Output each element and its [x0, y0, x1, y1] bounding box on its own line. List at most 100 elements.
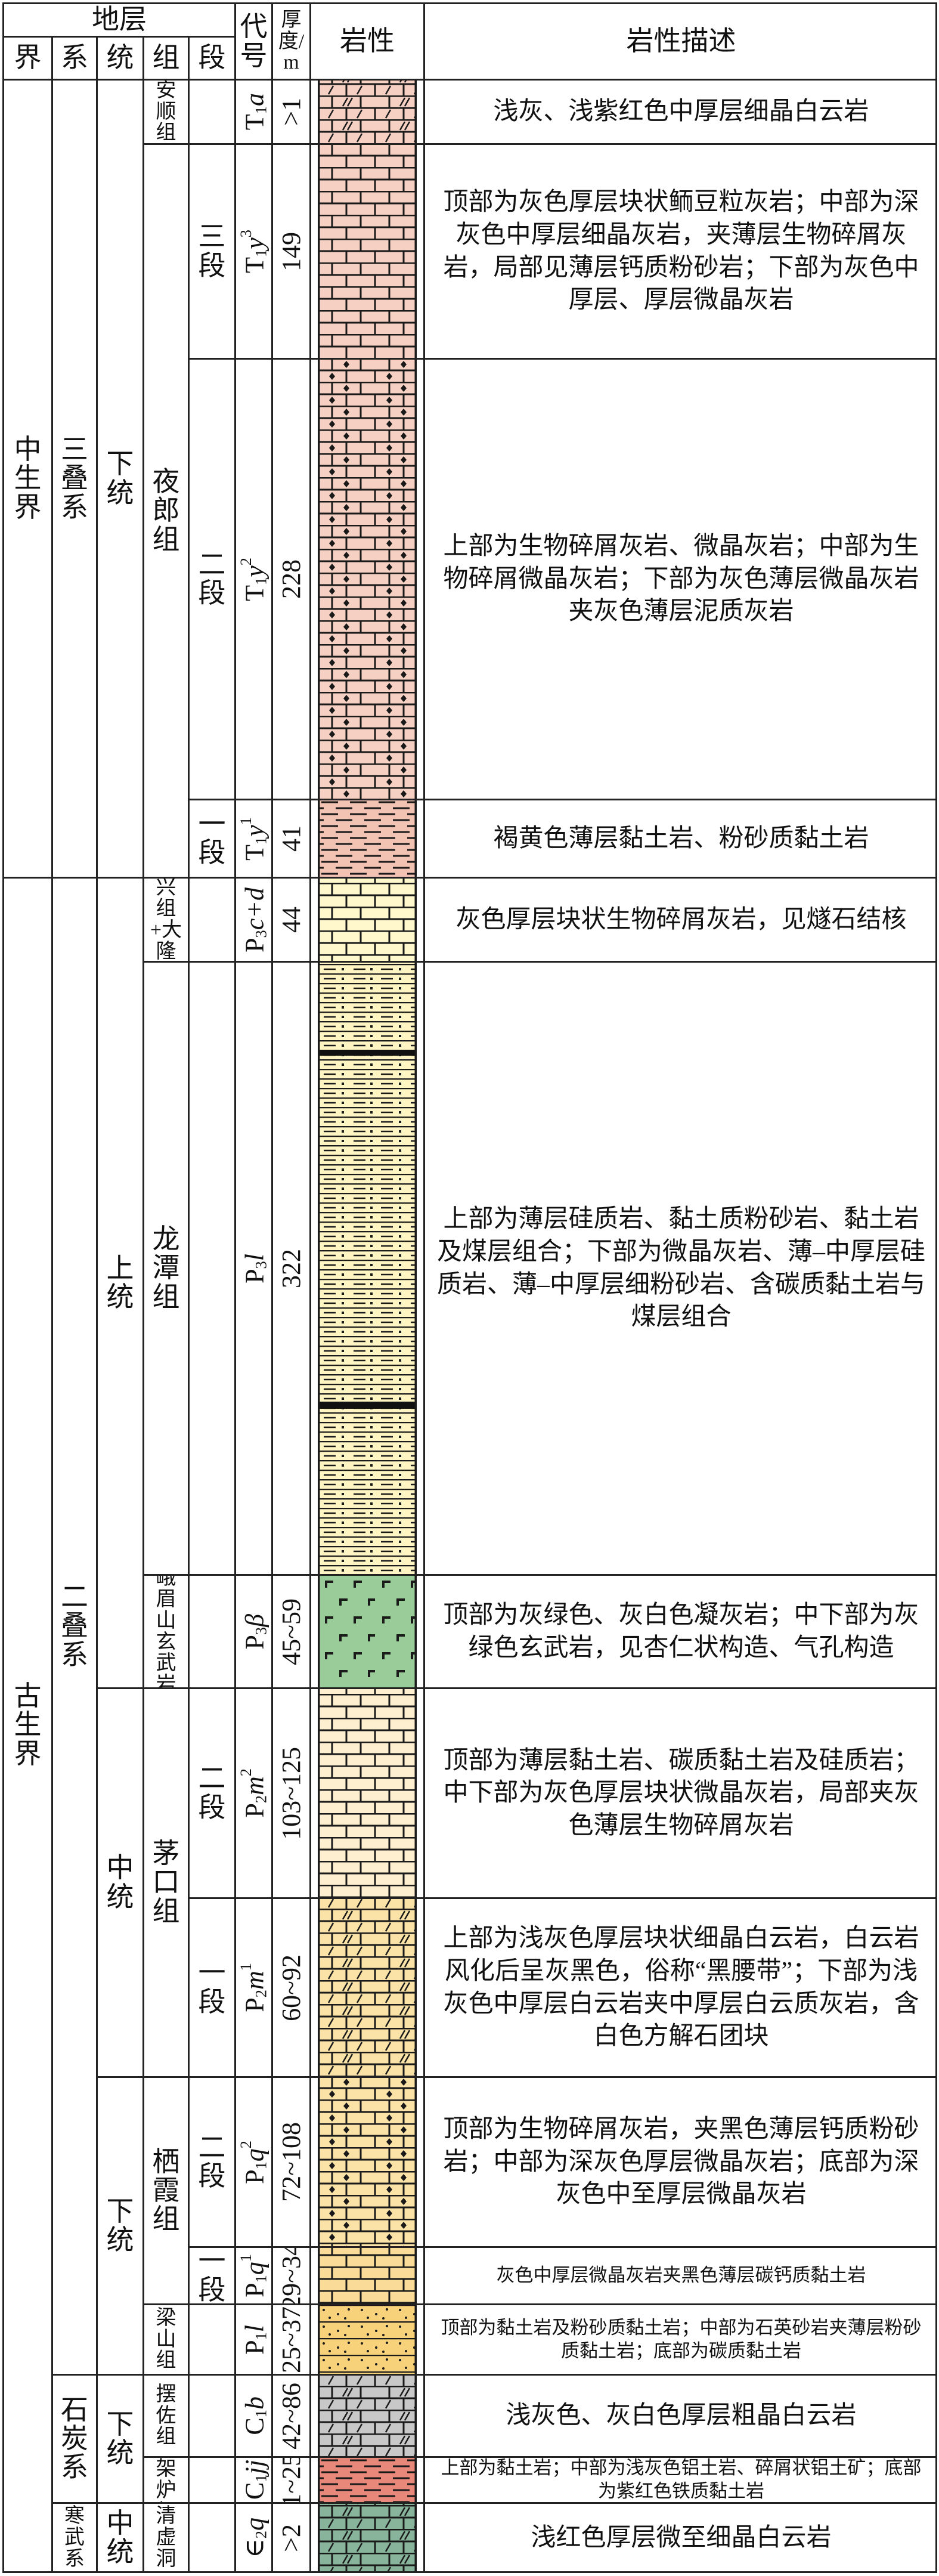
code-letter: P	[240, 2339, 269, 2355]
code-superscript: 1	[237, 2254, 255, 2262]
description-cell: 浅灰、浅紫红色中厚层细晶白云岩	[423, 79, 937, 143]
lithology-cell	[309, 1687, 423, 1897]
formation-name: 茅口组	[152, 1838, 180, 1926]
coal-seam-icon	[320, 1050, 415, 1056]
lithology-cell	[309, 877, 423, 961]
code-subscript: 1	[252, 2275, 270, 2283]
system-cell: 二叠系	[51, 877, 96, 2374]
lithology-cell	[309, 799, 423, 877]
code-superscript: 2	[237, 1768, 255, 1777]
code-name: q	[240, 2148, 269, 2161]
lithology-cell	[309, 2502, 423, 2572]
formation-cell: 茅口组	[142, 1687, 188, 2076]
lithology-cell	[309, 2374, 423, 2456]
stratum-code: P2m2	[237, 1768, 270, 1818]
series-name: 下统	[106, 449, 134, 508]
thickness-value: 25~37	[277, 2306, 306, 2373]
code-name: jj	[240, 2460, 269, 2475]
header-code-label: 代号	[240, 11, 268, 71]
thickness-cell: 72~108	[271, 2076, 309, 2246]
description-text: 顶部为薄层黏土岩、碳质黏土岩及硅质岩；中下部为灰色厚层块状微晶灰岩，局部夹灰色薄…	[443, 1746, 919, 1839]
code-letter: P	[240, 1268, 269, 1284]
description-cell: 上部为黏土岩；中部为浅灰色铝土岩、碎屑状铝土矿；底部为紫红色铁质黏土岩	[423, 2456, 937, 2502]
description-text: 上部为薄层硅质岩、黏土质粉砂岩、黏土岩及煤层组合；下部为微晶灰岩、薄–中厚层硅质…	[436, 1205, 925, 1331]
header-system-label: 系	[61, 42, 88, 73]
code-cell: P2m1	[234, 1897, 271, 2076]
code-name: q	[240, 2262, 269, 2275]
header-lithology-label: 岩性	[340, 26, 395, 57]
description-cell: 浅红色厚层微至细晶白云岩	[423, 2502, 937, 2572]
header-series-label: 统	[106, 42, 134, 73]
member-cell	[188, 2303, 234, 2374]
code-name: q	[240, 2518, 269, 2531]
limestone-pattern-icon	[320, 2247, 415, 2303]
thickness-value: 42~86	[277, 2382, 306, 2450]
formation-name: 九架炉组	[156, 2458, 176, 2502]
description-text: 顶部为灰绿色、灰白色凝灰岩；中下部为灰绿色玄武岩，见杏仁状构造、气孔构造	[443, 1601, 919, 1662]
member-cell	[188, 877, 234, 961]
description-text: 上部为黏土岩；中部为浅灰色铝土岩、碎屑状铝土矿；底部为紫红色铁质黏土岩	[441, 2457, 922, 2501]
code-letter: C	[240, 2417, 269, 2435]
system-cell: 三叠系	[51, 79, 96, 877]
code-cell: P3c+d	[234, 877, 271, 961]
member-cell	[188, 961, 234, 1574]
header-era: 界	[2, 36, 51, 79]
code-cell: T1y2	[234, 358, 271, 799]
system-name: 二叠系	[61, 1582, 88, 1670]
lithology-cell	[309, 2246, 423, 2303]
stratum-code: P2m1	[237, 1963, 270, 2012]
header-description-label: 岩性描述	[626, 26, 736, 57]
code-cell: P2m2	[234, 1687, 271, 1897]
series-cell: 中统	[96, 1687, 142, 2076]
formation-name: 夜郎组	[152, 466, 180, 555]
thickness-value: 45~59	[277, 1598, 306, 1665]
code-superscript: 1	[237, 817, 255, 825]
description-text: 顶部为灰色厚层块状鲕豆粒灰岩；中部为深灰色中厚层细晶灰岩，夹薄层生物碎屑灰岩，局…	[443, 188, 919, 314]
thickness-cell: 44	[271, 877, 309, 961]
stratum-code: P1l	[237, 2325, 270, 2355]
code-cell: T1y3	[234, 143, 271, 358]
header-formation: 组	[142, 36, 188, 79]
header-era-label: 界	[14, 42, 42, 73]
sandstone-pattern-icon	[320, 2305, 415, 2374]
lithology-cell	[309, 961, 423, 1574]
description-cell: 浅灰色、灰白色厚层粗晶白云岩	[423, 2374, 937, 2456]
formation-cell: 九架炉组	[142, 2456, 188, 2502]
series-name: 下统	[106, 2408, 134, 2468]
coal-seam-icon	[320, 1402, 415, 1409]
description-cell: 顶部为薄层黏土岩、碳质黏土岩及硅质岩；中下部为灰色厚层块状微晶灰岩，局部夹灰色薄…	[423, 1687, 937, 1897]
dolomite-pattern-icon	[320, 80, 415, 143]
member-cell	[188, 2456, 234, 2502]
claystone-pattern-icon	[320, 800, 415, 877]
thickness-value: 228	[277, 559, 306, 599]
description-cell: 顶部为黏土岩及粉砂质黏土岩；中部为石英砂岩夹薄层粉砂质黏土岩；底部为碳质黏土岩	[423, 2303, 937, 2374]
stratum-code: P3l	[237, 1254, 270, 1284]
system-name: 寒武系	[64, 2505, 85, 2570]
limestone-pattern-icon	[320, 878, 415, 961]
thickness-value: 41	[277, 825, 306, 852]
header-member: 段	[188, 36, 234, 79]
thickness-value: >2	[277, 2524, 306, 2552]
system-name: 三叠系	[61, 434, 88, 522]
member-cell	[188, 2502, 234, 2572]
member-cell: 一段	[188, 799, 234, 877]
header-series: 统	[96, 36, 142, 79]
code-cell: T1y1	[234, 799, 271, 877]
thickness-value: 149	[277, 231, 306, 271]
thickness-value: >1	[277, 98, 306, 126]
code-name: y	[240, 824, 269, 837]
code-subscript: 1	[252, 106, 270, 115]
code-superscript: 3	[237, 230, 255, 238]
code-cell: ∈2q	[234, 2502, 271, 2572]
stratum-code: C1jj	[237, 2460, 270, 2500]
code-subscript: 3	[252, 1626, 270, 1635]
formation-cell: 长兴组+大隆组	[142, 877, 188, 961]
code-subscript: 1	[252, 836, 270, 845]
series-cell: 中统	[96, 2502, 142, 2572]
code-name: l	[240, 2324, 269, 2332]
thickness-cell: 60~92	[271, 1897, 309, 2076]
code-cell: P3l	[234, 961, 271, 1574]
thickness-cell: 29~34	[271, 2246, 309, 2303]
dolomite-pattern-icon	[320, 2375, 415, 2456]
